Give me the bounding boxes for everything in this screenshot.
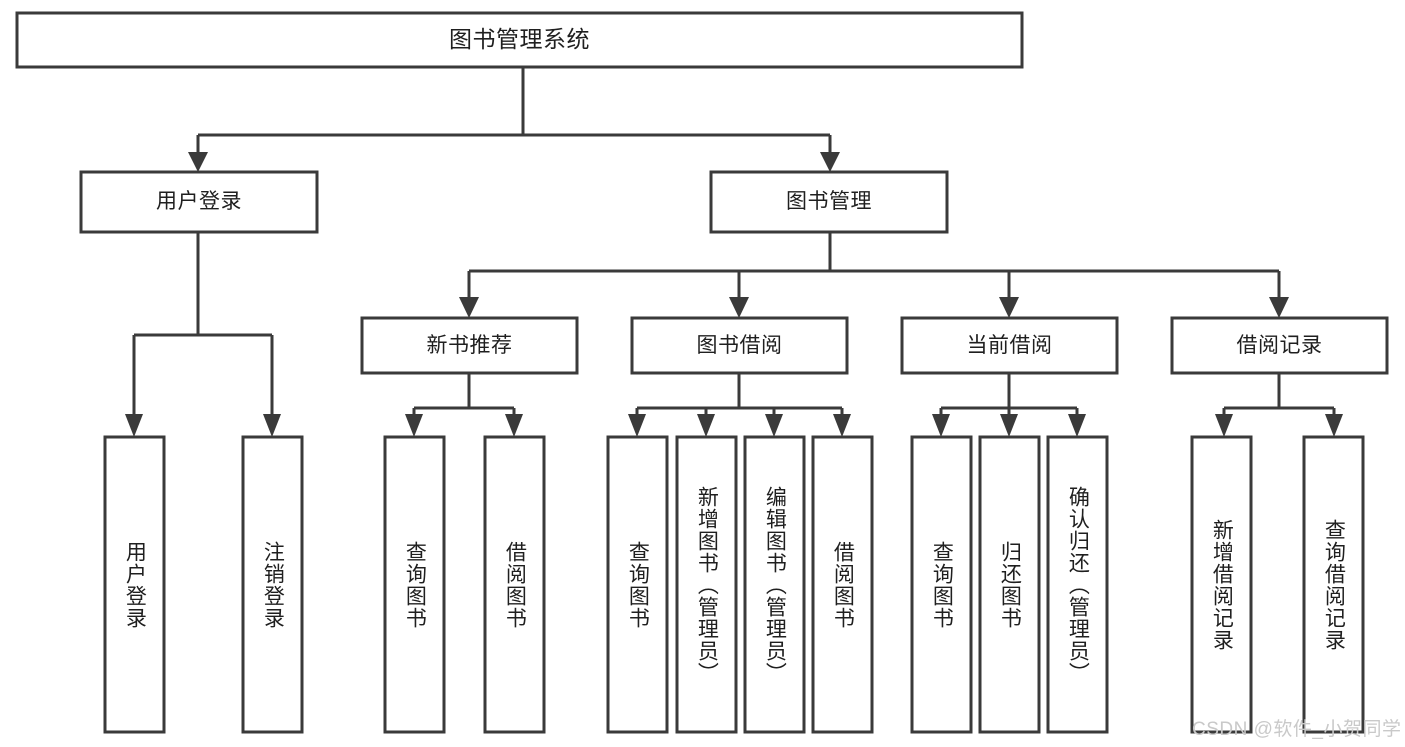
node-box-book-borrow[interactable]: [630, 316, 849, 375]
arrowhead-leaf-query-book-2: [628, 414, 646, 437]
node-box-leaf-edit-book[interactable]: [743, 435, 806, 734]
node-box-root[interactable]: [15, 11, 1024, 69]
arrowhead-leaf-query-book-1: [405, 414, 423, 437]
arrowhead-leaf-user-login: [125, 414, 143, 437]
arrowhead-new-book-recommend: [459, 297, 479, 318]
node-box-new-book-recommend[interactable]: [360, 316, 579, 375]
node-box-user-login[interactable]: [79, 170, 319, 234]
node-box-leaf-borrow-book-1[interactable]: [483, 435, 546, 734]
arrowhead-leaf-edit-book: [765, 414, 783, 437]
node-box-leaf-add-book[interactable]: [675, 435, 738, 734]
node-box-current-borrow[interactable]: [900, 316, 1119, 375]
arrowhead-current-borrow: [999, 297, 1019, 318]
arrowhead-book-borrow: [729, 297, 749, 318]
nodes-group: [15, 11, 1389, 734]
node-box-leaf-query-record[interactable]: [1302, 435, 1365, 734]
arrowhead-leaf-return-book: [1000, 414, 1018, 437]
node-box-leaf-add-record[interactable]: [1190, 435, 1253, 734]
arrowhead-leaf-borrow-book-2: [833, 414, 851, 437]
node-box-leaf-confirm-return[interactable]: [1046, 435, 1109, 734]
arrowhead-book-manage: [820, 152, 840, 172]
arrowhead-leaf-add-record: [1215, 414, 1233, 437]
arrowhead-leaf-confirm-return: [1068, 414, 1086, 437]
node-box-book-manage[interactable]: [709, 170, 949, 234]
node-box-leaf-query-book-1[interactable]: [383, 435, 446, 734]
arrowhead-leaf-user-logout: [263, 414, 281, 437]
arrowhead-leaf-query-record: [1325, 414, 1343, 437]
arrowhead-borrow-record: [1269, 297, 1289, 318]
node-box-leaf-user-login[interactable]: [103, 435, 166, 734]
arrowhead-user-login: [188, 152, 208, 172]
node-box-leaf-query-book-2[interactable]: [606, 435, 669, 734]
node-box-leaf-return-book[interactable]: [978, 435, 1041, 734]
node-box-leaf-query-book-3[interactable]: [910, 435, 973, 734]
connectors-group: [125, 67, 1343, 437]
arrowhead-leaf-query-book-3: [932, 414, 950, 437]
node-box-borrow-record[interactable]: [1170, 316, 1389, 375]
node-box-leaf-borrow-book-2[interactable]: [811, 435, 874, 734]
arrowhead-leaf-add-book: [697, 414, 715, 437]
watermark-text: CSDN @软件_小贺同学: [1192, 719, 1402, 740]
node-box-leaf-user-logout[interactable]: [241, 435, 304, 734]
arrowhead-leaf-borrow-book-1: [505, 414, 523, 437]
